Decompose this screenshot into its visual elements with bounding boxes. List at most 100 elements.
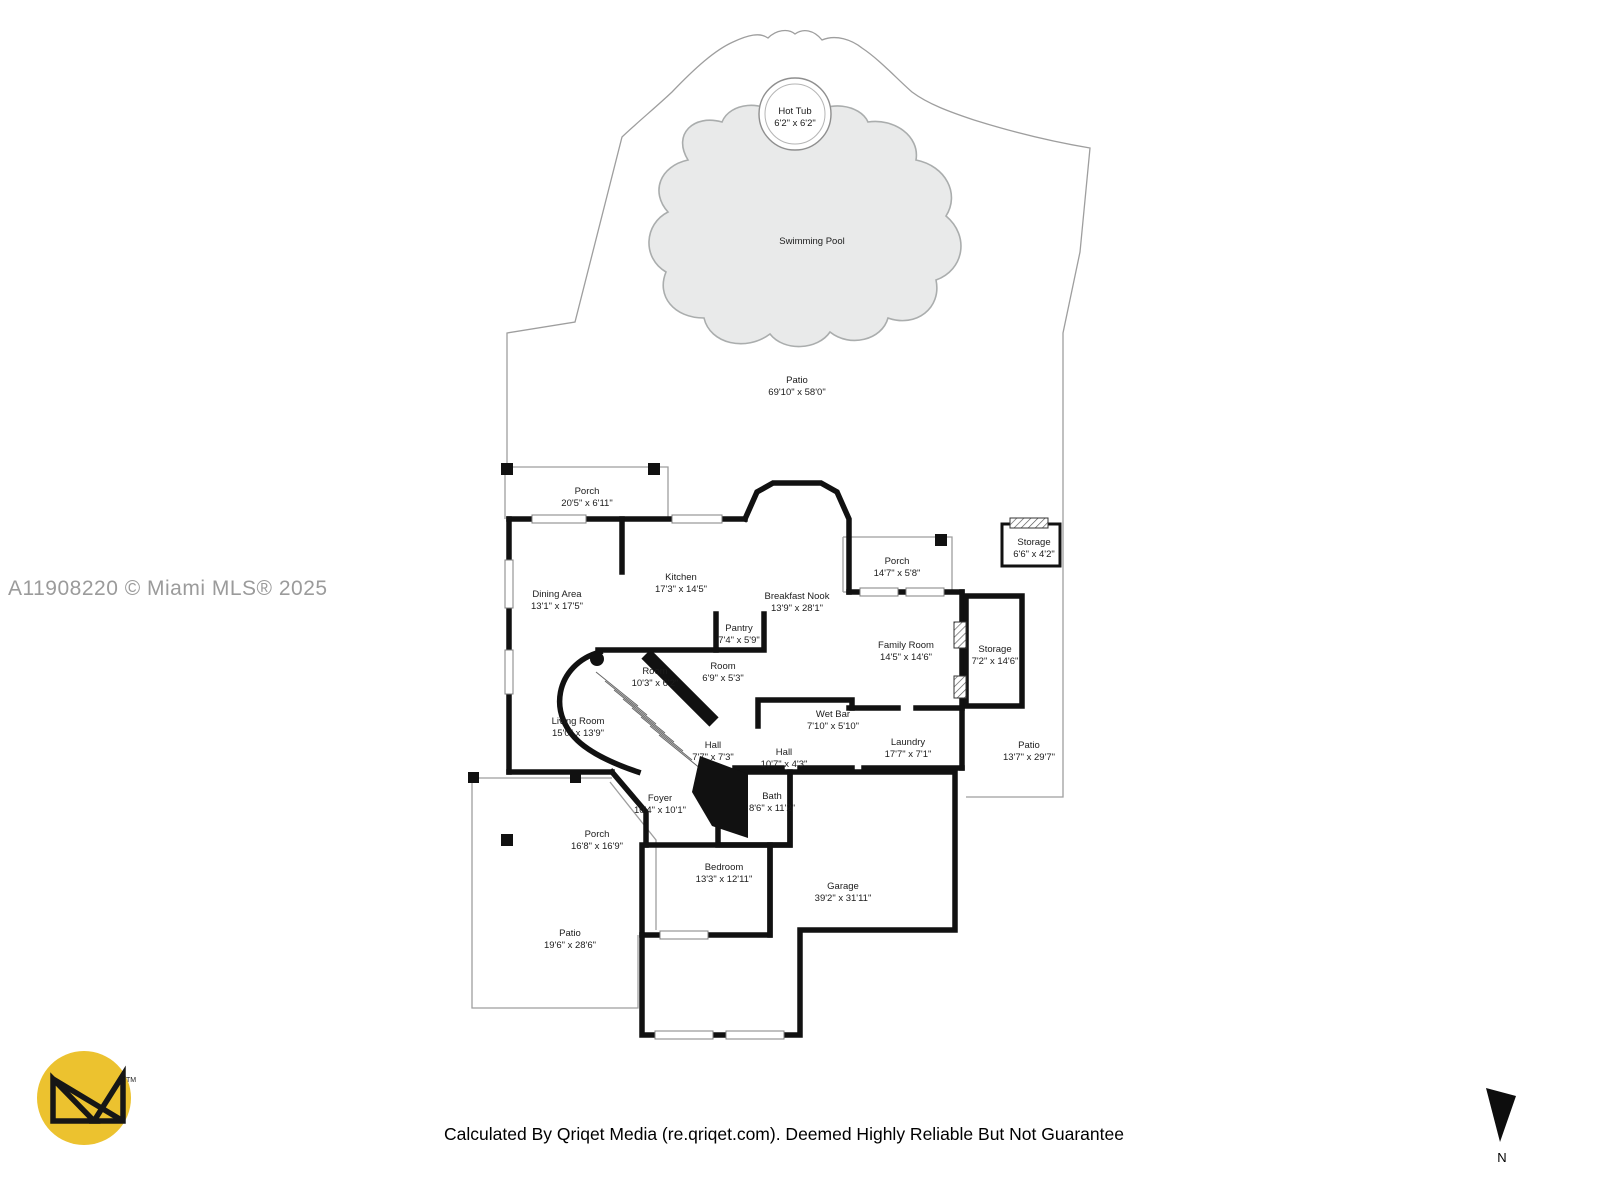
- room-name: Kitchen: [665, 572, 697, 583]
- room-name: Garage: [827, 881, 859, 892]
- room-dimensions: 15'0" x 13'9": [551, 728, 605, 740]
- room-dimensions: 6'2" x 6'2": [774, 118, 816, 130]
- room-name: Bath: [762, 791, 782, 802]
- room-name: Patio: [786, 375, 808, 386]
- room-dimensions: 20'5" x 6'11": [561, 498, 613, 510]
- room-dimensions: 7'7" x 7'3": [692, 752, 734, 764]
- lot-outline-path: [506, 29, 1091, 798]
- room-dimensions: 7'2" x 14'6": [971, 656, 1019, 668]
- porch-top-outline: [504, 466, 669, 519]
- porch-posts: [468, 463, 947, 846]
- room-dimensions: 39'2" x 31'11": [814, 893, 872, 905]
- wall-mass-foyer: [692, 756, 748, 838]
- room-name: Storage: [978, 644, 1012, 655]
- footer-disclaimer: Calculated By Qriqet Media (re.qriqet.co…: [444, 1124, 1124, 1144]
- room-dimensions: 13'3" x 12'11": [695, 874, 753, 886]
- room-name: Dining Area: [532, 589, 582, 600]
- stair-rail-thick: [641, 649, 719, 727]
- room-dimensions: 10'7" x 4'3": [760, 759, 808, 771]
- room-name: Swimming Pool: [779, 236, 845, 247]
- room-dimensions: 13'9" x 28'1": [770, 603, 824, 615]
- room-dimensions: 10'4" x 10'1": [633, 805, 687, 817]
- room-name: Laundry: [890, 737, 926, 748]
- room-dimensions: 7'4" x 5'9": [718, 635, 760, 647]
- lot-boundary: [506, 29, 1091, 798]
- wall-storage-right: [963, 593, 1025, 709]
- room-name: Pantry: [725, 623, 753, 634]
- logo-monogram: [50, 1065, 126, 1124]
- house-walls: [506, 480, 1025, 1038]
- porch-left-outline: [609, 781, 657, 930]
- room-dimensions: 13'1" x 17'5": [530, 601, 584, 613]
- staircase: [590, 649, 748, 838]
- mls-watermark: A11908220 © Miami MLS® 2025: [8, 577, 328, 600]
- wall-pantry: [713, 611, 767, 653]
- room-name: Hot Tub: [778, 106, 812, 117]
- hot-tub-shape: [758, 77, 832, 151]
- room-dimensions: 17'7" x 7'1": [884, 749, 932, 761]
- hatched-doors: [953, 621, 967, 699]
- north-label: N: [1497, 1150, 1507, 1165]
- room-name: Porch: [584, 829, 610, 840]
- room-name: Breakfast Nook: [764, 591, 830, 602]
- logo-tm-mark: TM: [126, 1077, 136, 1084]
- room-name: Patio: [1018, 740, 1040, 751]
- wall-stair-curve: [557, 648, 642, 776]
- stair-steps: [595, 671, 702, 770]
- room-dimensions: 14'7" x 5'8": [873, 568, 921, 580]
- wall-garage: [639, 769, 958, 1038]
- room-dimensions: 8'6" x 11'2": [748, 803, 796, 815]
- room-label-swimming-pool: Swimming Pool: [779, 236, 844, 248]
- room-name: Bedroom: [704, 862, 744, 873]
- room-name: Room: [642, 666, 668, 677]
- room-name: Foyer: [647, 793, 673, 804]
- room-name: Porch: [884, 556, 910, 567]
- wall-bay-window: [741, 480, 852, 595]
- wall-foyer-bay: [608, 768, 649, 848]
- room-dimensions: 13'7" x 29'7": [1002, 752, 1056, 764]
- stair-post: [590, 652, 604, 666]
- room-name: Living Room: [551, 716, 605, 727]
- north-arrow-icon: [1486, 1088, 1516, 1142]
- north-compass: N: [1478, 1086, 1526, 1165]
- wall-wet-bar: [755, 697, 855, 729]
- patio-bottom-outline: [471, 777, 639, 1009]
- room-name: Family Room: [878, 640, 934, 651]
- room-dimensions: 7'10" x 5'10": [806, 721, 860, 733]
- room-dimensions: 6'9" x 5'3": [702, 673, 744, 685]
- room-dimensions: 16'8" x 16'9": [570, 841, 624, 853]
- windows: [504, 514, 945, 1040]
- room-dimensions: 19'6" x 28'6": [543, 940, 597, 952]
- room-name: Storage: [1017, 537, 1051, 548]
- room-name: Room: [710, 661, 736, 672]
- brand-logo: TM: [37, 1051, 136, 1145]
- porch-patio-outlines: [471, 466, 953, 1009]
- room-name: Hall: [704, 740, 722, 751]
- room-dimensions: 6'6" x 4'2": [1013, 549, 1055, 561]
- room-name: Porch: [574, 486, 600, 497]
- room-dimensions: 69'10" x 58'0": [768, 387, 826, 399]
